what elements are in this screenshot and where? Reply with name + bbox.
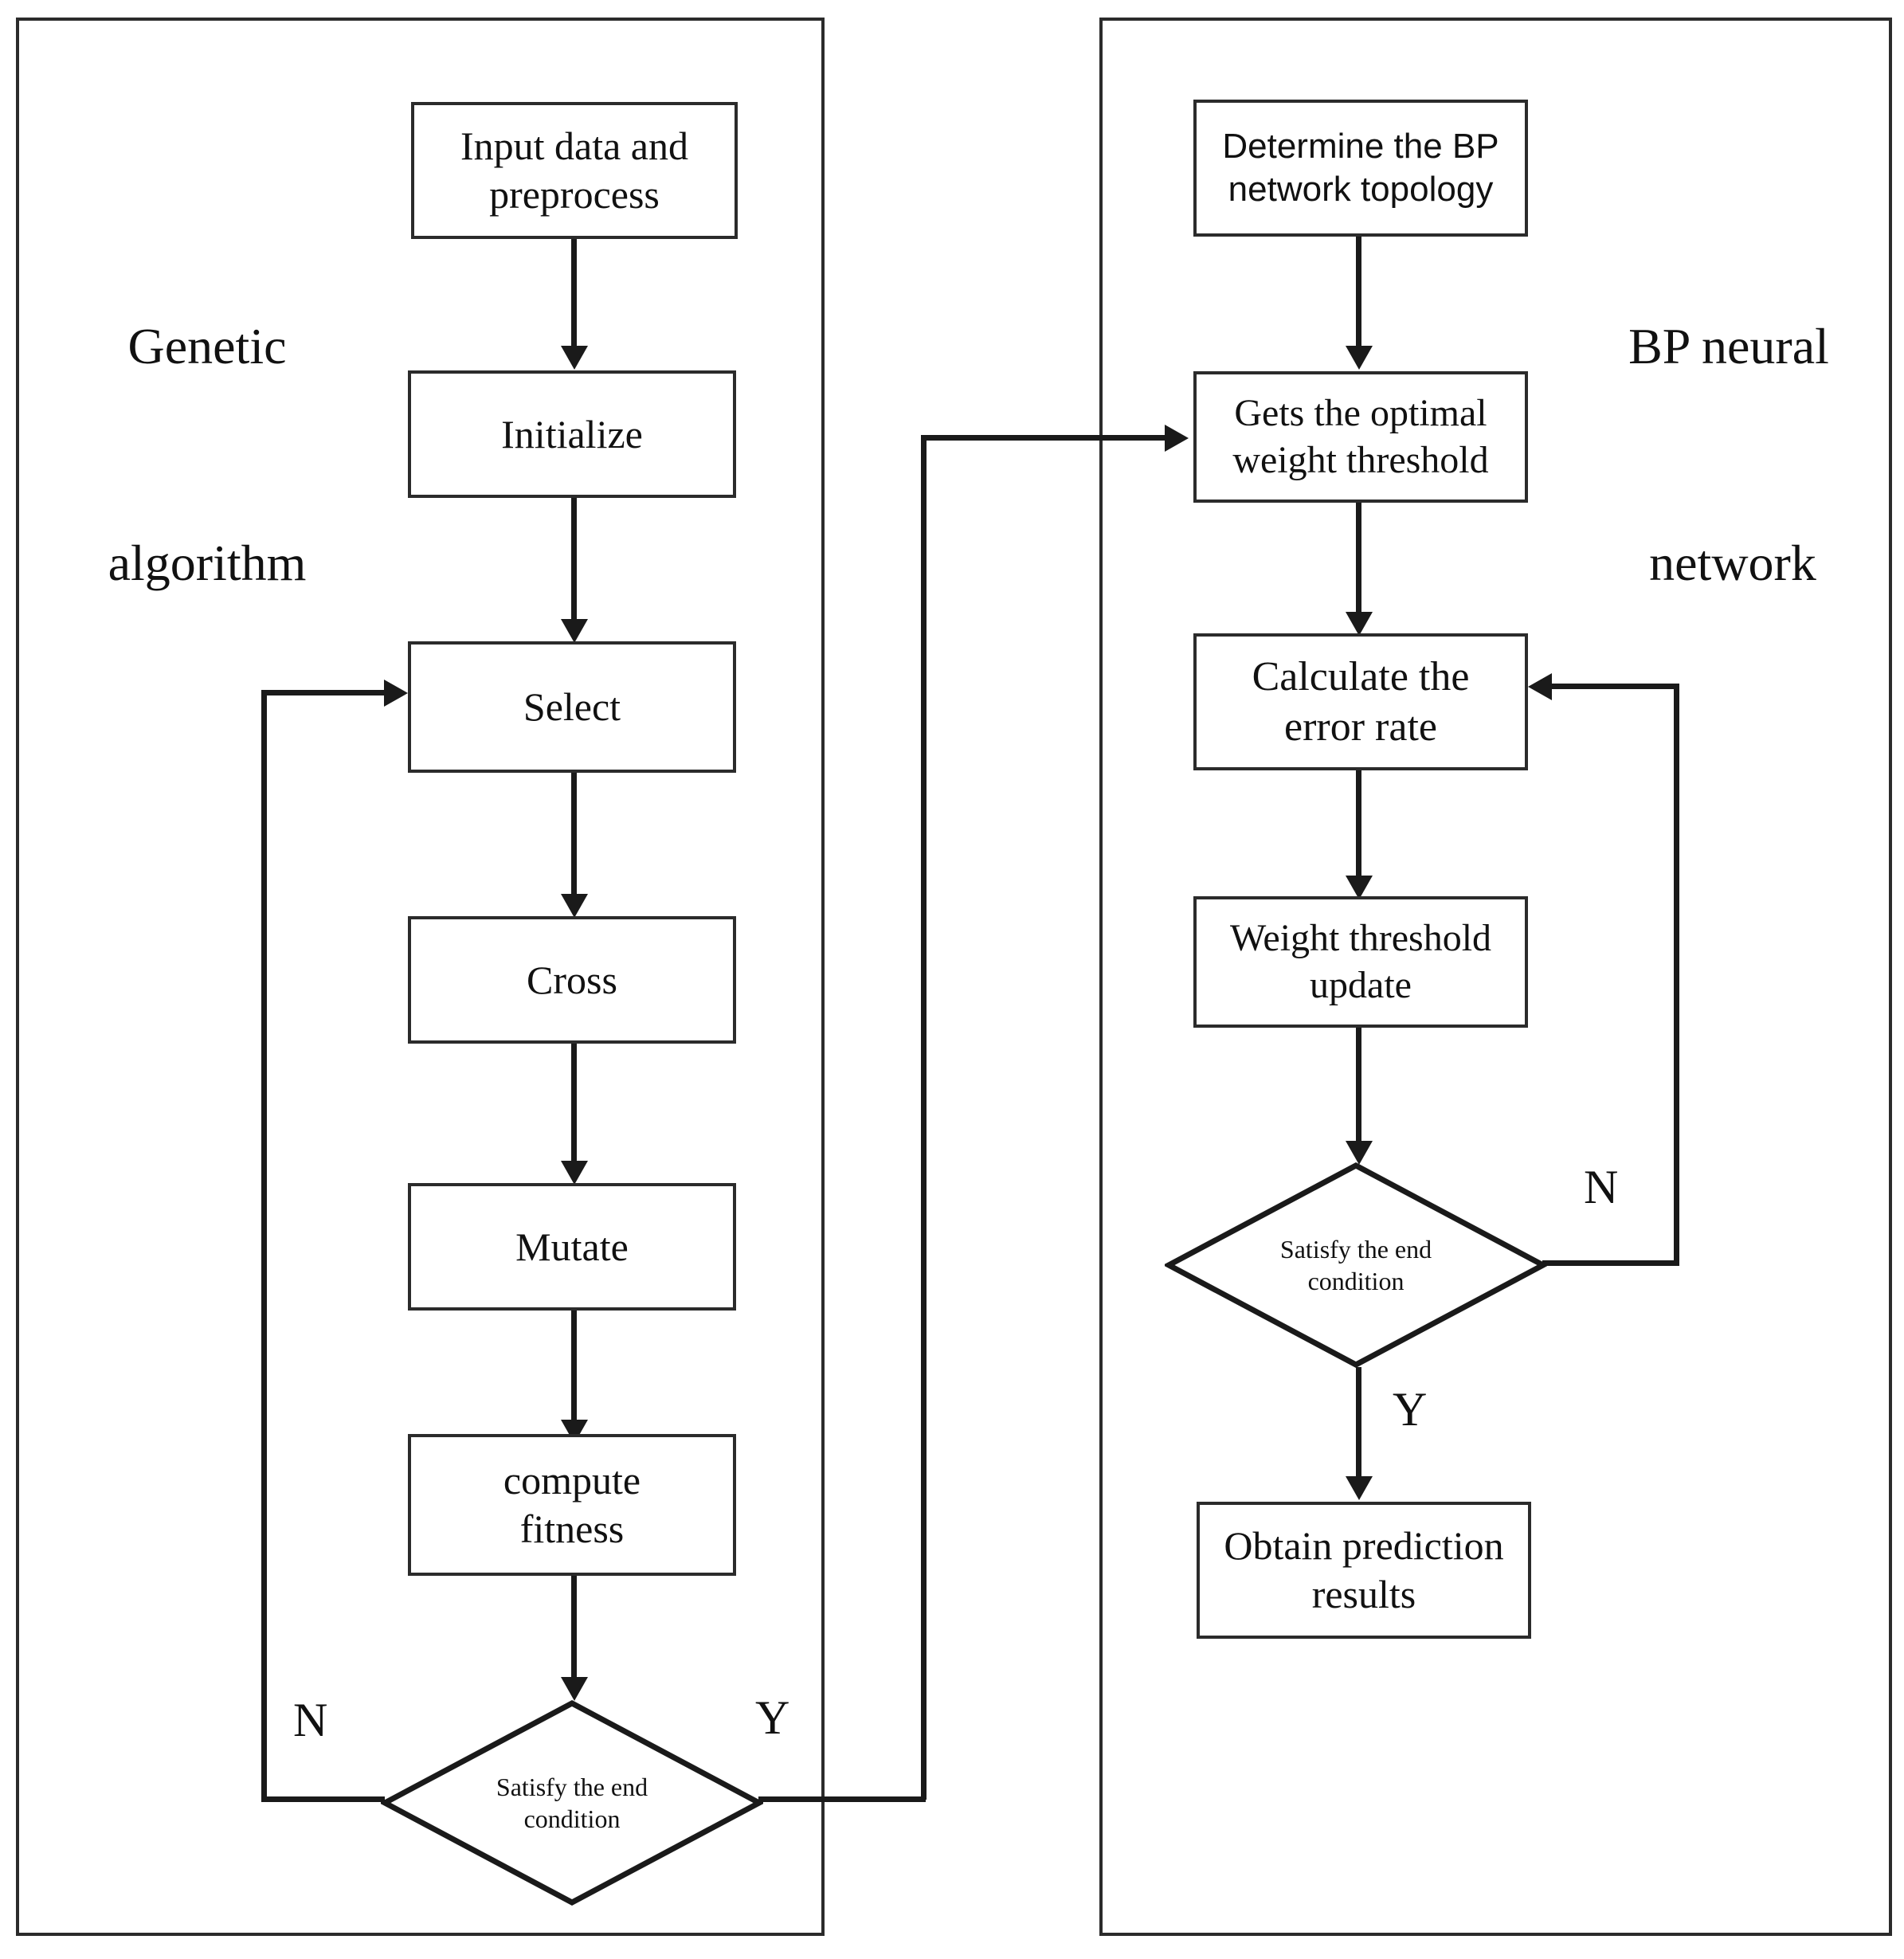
arrowhead-optimal-weight-to-error-rate	[1346, 612, 1373, 636]
branch-label-no-left: N	[293, 1694, 328, 1746]
node-initialize-label: Initialize	[501, 411, 643, 456]
node-input-label: Input data and preprocess	[460, 123, 688, 217]
edge-decision-yes-horizontal-top	[921, 435, 1176, 441]
node-optimal-weight-label: Gets the optimal weight threshold	[1232, 391, 1489, 481]
diamond-shape-right	[1165, 1162, 1547, 1368]
node-obtain-prediction-results[interactable]: Obtain prediction results	[1197, 1502, 1531, 1639]
node-cross[interactable]: Cross	[408, 916, 736, 1044]
node-weight-update-label: Weight threshold update	[1229, 916, 1492, 1006]
edge-input-to-initialize	[571, 239, 577, 352]
edge-decision-yes-right-vertical	[1356, 1367, 1361, 1483]
arrowhead-select-to-cross	[561, 894, 588, 918]
arrowhead-input-to-initialize	[561, 346, 588, 370]
arrowhead-cross-to-mutate	[561, 1161, 588, 1185]
edge-mutate-to-compute-fitness	[571, 1311, 577, 1426]
arrowhead-initialize-to-select	[561, 619, 588, 643]
node-error-rate-label: Calculate the error rate	[1252, 653, 1470, 750]
edge-weight-update-to-decision	[1356, 1028, 1361, 1147]
edge-decision-no-right-vertical	[1674, 684, 1679, 1265]
left-panel-label-line2: algorithm	[108, 535, 307, 591]
edge-decision-no-horizontal-top	[261, 690, 389, 695]
node-initialize[interactable]: Initialize	[408, 370, 736, 498]
right-panel-label-line1: BP neural	[1628, 318, 1829, 374]
node-topology-label: Determine the BP network topology	[1222, 127, 1499, 209]
branch-label-yes-left: Y	[755, 1691, 790, 1744]
node-calculate-error-rate[interactable]: Calculate the error rate	[1193, 633, 1528, 770]
arrowhead-decision-yes-to-optimal-weight	[1165, 425, 1189, 452]
edge-error-rate-to-weight-update	[1356, 770, 1361, 882]
decision-satisfy-end-condition-right[interactable]: Satisfy the end condition	[1165, 1162, 1547, 1369]
node-cross-label: Cross	[527, 957, 617, 1002]
node-select-label: Select	[523, 684, 621, 729]
edge-compute-fitness-to-decision	[571, 1576, 577, 1683]
node-weight-threshold-update[interactable]: Weight threshold update	[1193, 896, 1528, 1028]
edge-decision-no-right-horizontal-top	[1552, 684, 1679, 689]
edge-decision-yes-vertical	[921, 435, 927, 1800]
node-compute-fitness-label: compute fitness	[503, 1458, 641, 1551]
branch-label-no-right: N	[1584, 1161, 1619, 1213]
left-panel-label-line1: Genetic	[127, 318, 287, 374]
left-panel-label: Genetic	[88, 318, 327, 374]
node-prediction-label: Obtain prediction results	[1224, 1523, 1504, 1616]
edge-decision-no-vertical	[261, 690, 267, 1799]
edge-optimal-weight-to-error-rate	[1356, 503, 1361, 618]
edge-select-to-cross	[571, 773, 577, 900]
edge-initialize-to-select	[571, 498, 577, 625]
right-panel-bp-neural-network	[1099, 18, 1892, 1936]
edge-decision-no-right-horizontal-bottom	[1542, 1260, 1679, 1266]
right-panel-label: BP neural	[1585, 318, 1872, 374]
arrowhead-error-rate-to-weight-update	[1346, 876, 1373, 899]
arrowhead-topology-to-optimal-weight	[1346, 346, 1373, 370]
arrowhead-decision-yes-to-prediction	[1346, 1476, 1373, 1500]
diamond-shape-left	[381, 1700, 763, 1906]
node-input-data-and-preprocess[interactable]: Input data and preprocess	[411, 102, 738, 239]
left-panel-genetic-algorithm	[16, 18, 825, 1936]
node-gets-optimal-weight-threshold[interactable]: Gets the optimal weight threshold	[1193, 371, 1528, 503]
edge-cross-to-mutate	[571, 1044, 577, 1167]
node-mutate[interactable]: Mutate	[408, 1183, 736, 1311]
branch-label-yes-right: Y	[1393, 1383, 1428, 1436]
node-select[interactable]: Select	[408, 641, 736, 773]
edge-decision-yes-horizontal-bottom	[758, 1796, 926, 1802]
node-compute-fitness[interactable]: compute fitness	[408, 1434, 736, 1576]
decision-satisfy-end-condition-left[interactable]: Satisfy the end condition	[381, 1699, 763, 1906]
left-panel-label-2: algorithm	[72, 535, 343, 591]
right-panel-label-line2: network	[1649, 535, 1816, 591]
arrowhead-decision-no-to-select	[384, 680, 408, 707]
node-mutate-label: Mutate	[515, 1224, 629, 1269]
edge-decision-no-horizontal-bottom	[261, 1796, 385, 1802]
arrowhead-decision-no-to-error-rate	[1528, 673, 1552, 700]
arrowhead-weight-update-to-decision	[1346, 1141, 1373, 1165]
right-panel-label-2: network	[1601, 535, 1864, 591]
edge-topology-to-optimal-weight	[1356, 237, 1361, 352]
node-determine-bp-topology[interactable]: Determine the BP network topology	[1193, 100, 1528, 237]
arrowhead-compute-fitness-to-decision	[561, 1677, 588, 1701]
